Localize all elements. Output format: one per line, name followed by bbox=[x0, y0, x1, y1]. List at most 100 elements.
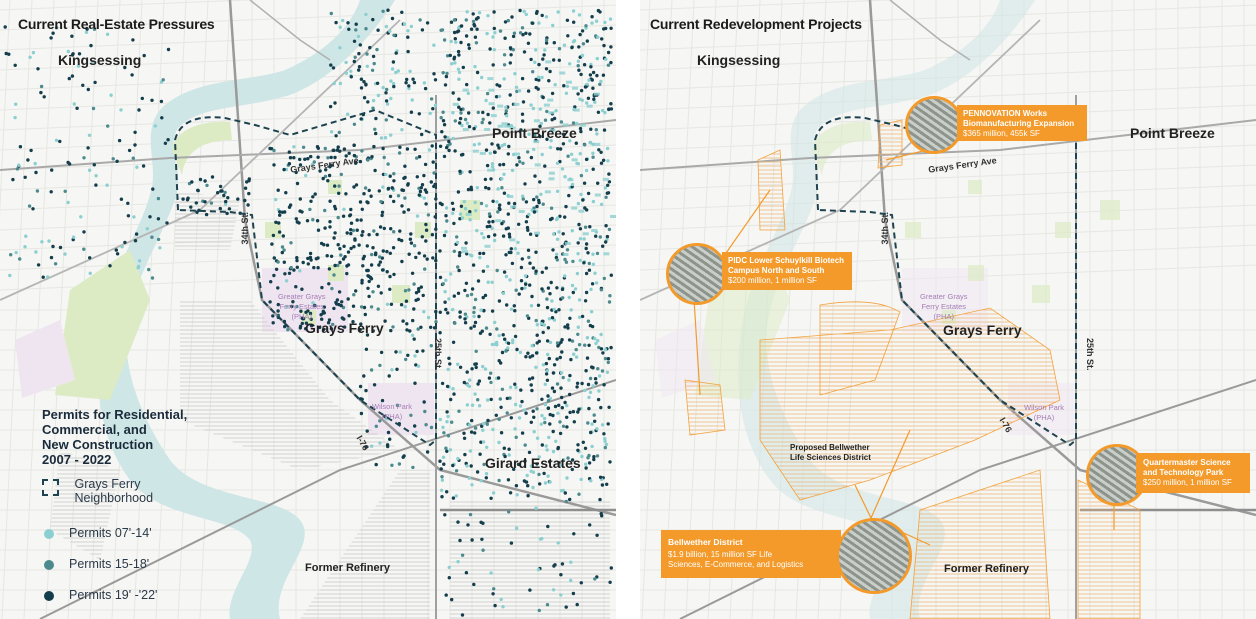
permit-dot bbox=[481, 548, 485, 552]
permit-dot bbox=[544, 41, 549, 45]
permit-dot bbox=[555, 341, 560, 345]
permit-dot bbox=[310, 162, 315, 167]
permit-dot bbox=[487, 212, 492, 216]
permit-dot bbox=[411, 465, 415, 470]
permit-dot bbox=[412, 244, 417, 248]
permit-dot bbox=[530, 388, 534, 393]
permit-dot bbox=[537, 78, 541, 82]
permit-dot bbox=[513, 382, 517, 386]
permit-dot bbox=[483, 293, 488, 298]
permit-dot bbox=[410, 333, 415, 337]
permit-dot bbox=[412, 337, 416, 341]
permit-dot bbox=[356, 34, 361, 39]
permit-dot bbox=[514, 526, 519, 530]
permit-dot bbox=[549, 206, 554, 210]
permit-dot bbox=[345, 271, 349, 276]
permit-dot bbox=[470, 483, 474, 487]
permit-dot bbox=[344, 71, 349, 75]
permit-dot bbox=[4, 51, 8, 56]
permit-dot bbox=[338, 149, 342, 153]
permit-dot bbox=[358, 43, 362, 47]
permit-dot bbox=[353, 238, 357, 242]
permit-dot bbox=[431, 160, 435, 164]
permit-dot bbox=[473, 320, 478, 325]
permit-dot bbox=[484, 148, 489, 152]
permit-dot bbox=[70, 34, 74, 38]
permit-dot bbox=[408, 329, 412, 333]
permit-dot bbox=[541, 95, 545, 100]
permit-dot bbox=[362, 96, 367, 100]
street-line bbox=[640, 44, 1256, 71]
permit-dot bbox=[456, 190, 461, 194]
permit-dot bbox=[474, 362, 478, 366]
permit-cluster bbox=[533, 119, 540, 123]
permit-dot bbox=[151, 187, 155, 191]
permit-dot bbox=[602, 276, 606, 281]
permit-dot bbox=[568, 62, 572, 66]
permit-dot bbox=[565, 415, 569, 419]
permit-dot bbox=[558, 463, 562, 467]
permit-dot bbox=[447, 139, 451, 144]
permit-dot bbox=[449, 272, 453, 276]
permit-dot bbox=[51, 31, 55, 35]
permit-dot bbox=[507, 250, 511, 255]
permit-dot bbox=[53, 262, 58, 266]
permit-cluster bbox=[479, 151, 486, 155]
permit-dot bbox=[529, 103, 533, 107]
permit-dot bbox=[509, 247, 513, 251]
permit-dot bbox=[414, 363, 418, 367]
permit-dot bbox=[321, 327, 326, 332]
permit-dot bbox=[416, 327, 420, 331]
permit-dot bbox=[562, 43, 567, 47]
permit-dot bbox=[448, 448, 453, 452]
permit-dot bbox=[498, 203, 502, 207]
permit-dot bbox=[87, 168, 92, 172]
permit-dot bbox=[528, 232, 533, 236]
permit-dot bbox=[384, 118, 388, 122]
permit-dot bbox=[590, 282, 595, 286]
permit-dot bbox=[354, 183, 359, 187]
permit-dot bbox=[561, 488, 565, 493]
permit-dot bbox=[465, 370, 469, 374]
permit-cluster bbox=[564, 242, 571, 245]
permit-dot bbox=[352, 122, 357, 127]
permit-dot bbox=[586, 421, 590, 425]
permit-dot bbox=[298, 197, 302, 201]
permit-dot bbox=[591, 70, 596, 75]
callout-leader-line bbox=[870, 429, 911, 519]
permit-dot bbox=[528, 32, 532, 36]
permit-dot bbox=[281, 234, 285, 238]
permit-dot bbox=[414, 291, 419, 295]
permit-dot bbox=[135, 165, 139, 169]
permit-dot bbox=[354, 22, 358, 26]
permit-dot bbox=[419, 186, 423, 190]
permit-dot bbox=[422, 310, 426, 314]
permit-dot bbox=[571, 290, 575, 295]
permit-dot bbox=[315, 219, 320, 223]
permit-dot bbox=[575, 271, 580, 276]
legend-neighborhood-line1: Grays Ferry bbox=[74, 477, 141, 491]
permit-dot bbox=[548, 422, 552, 426]
permit-dot bbox=[465, 464, 469, 468]
permit-dot bbox=[156, 196, 161, 201]
redevelopment-area bbox=[684, 379, 726, 436]
permit-dot bbox=[594, 19, 599, 23]
permit-dot bbox=[472, 310, 476, 315]
permit-dot bbox=[530, 344, 534, 348]
permit-dot bbox=[507, 447, 511, 451]
permit-dot bbox=[593, 577, 597, 581]
permit-dot bbox=[324, 168, 328, 172]
permit-dot bbox=[409, 24, 414, 29]
permit-dot bbox=[591, 366, 595, 370]
permit-dot bbox=[548, 340, 553, 345]
permit-dot bbox=[17, 163, 21, 167]
permit-dot bbox=[595, 251, 600, 256]
permit-dot bbox=[555, 258, 559, 262]
permit-dot bbox=[440, 381, 445, 386]
permit-dot bbox=[444, 206, 449, 210]
permit-dot bbox=[521, 197, 525, 201]
permit-dot bbox=[548, 69, 552, 74]
permit-dot bbox=[451, 496, 456, 500]
permit-dot bbox=[538, 134, 542, 139]
permit-dot bbox=[576, 201, 581, 206]
